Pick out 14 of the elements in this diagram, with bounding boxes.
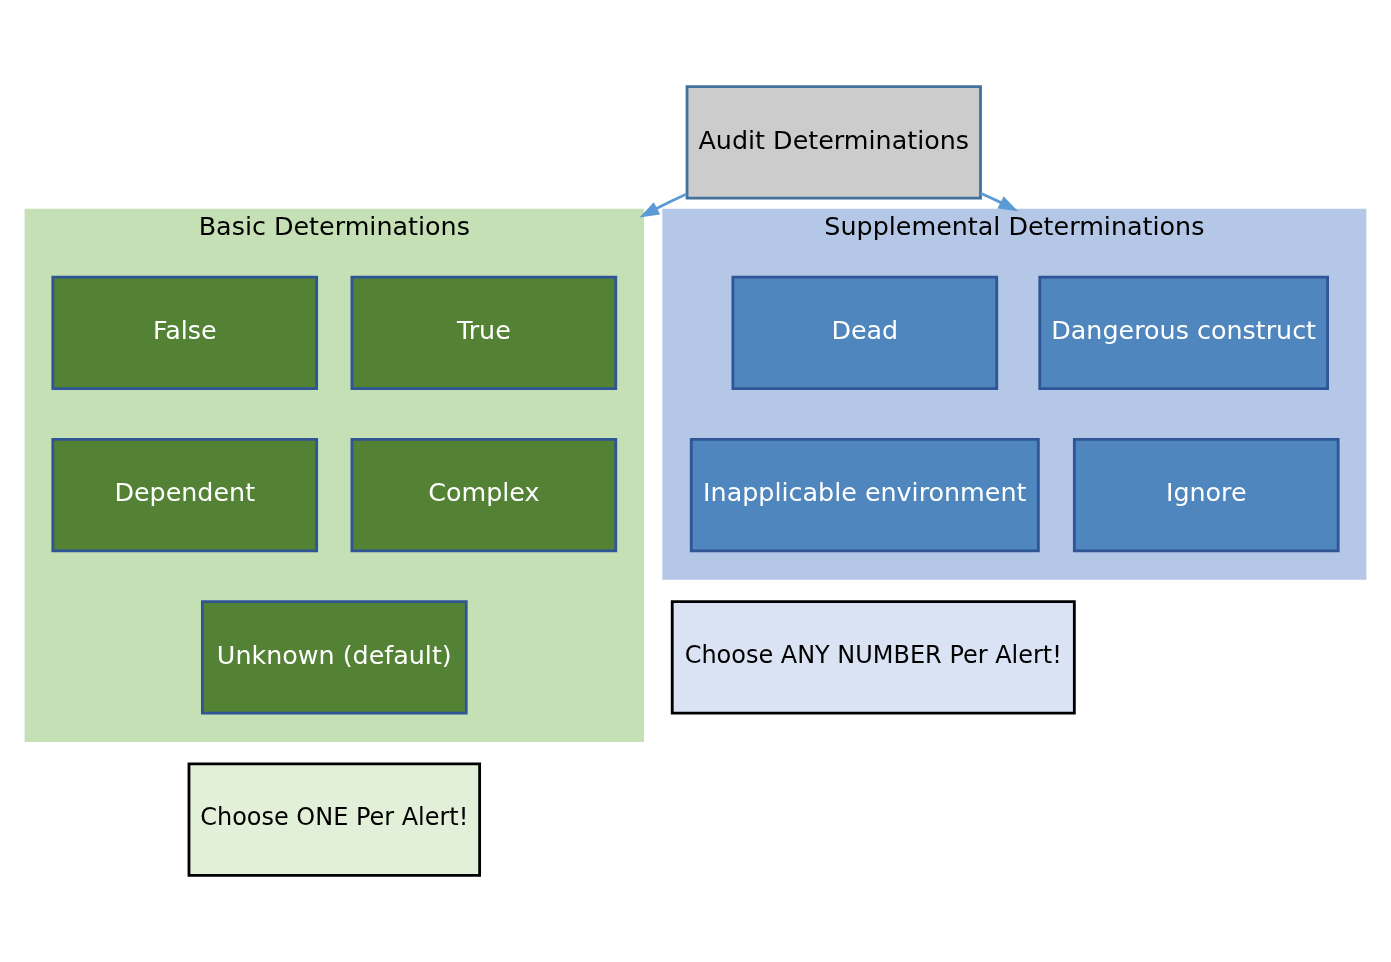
node-box: Dependent (51, 437, 319, 553)
node-box: Choose ANY NUMBER Per Alert! (670, 600, 1076, 715)
node-box: Unknown (default) (200, 600, 468, 715)
arrow (639, 192, 688, 218)
node-box: True (350, 275, 618, 390)
node-box: Inapplicable environment (689, 437, 1040, 553)
node-box: Complex (350, 437, 618, 553)
node-box: Dangerous construct (1038, 275, 1329, 390)
node-box: Dead (731, 275, 999, 390)
node-box: Choose ONE Per Alert! (187, 762, 482, 877)
node-box: False (51, 275, 319, 390)
node-box: Audit Determinations (685, 85, 982, 200)
node-box: Ignore (1072, 437, 1340, 553)
arrow (980, 191, 1019, 212)
